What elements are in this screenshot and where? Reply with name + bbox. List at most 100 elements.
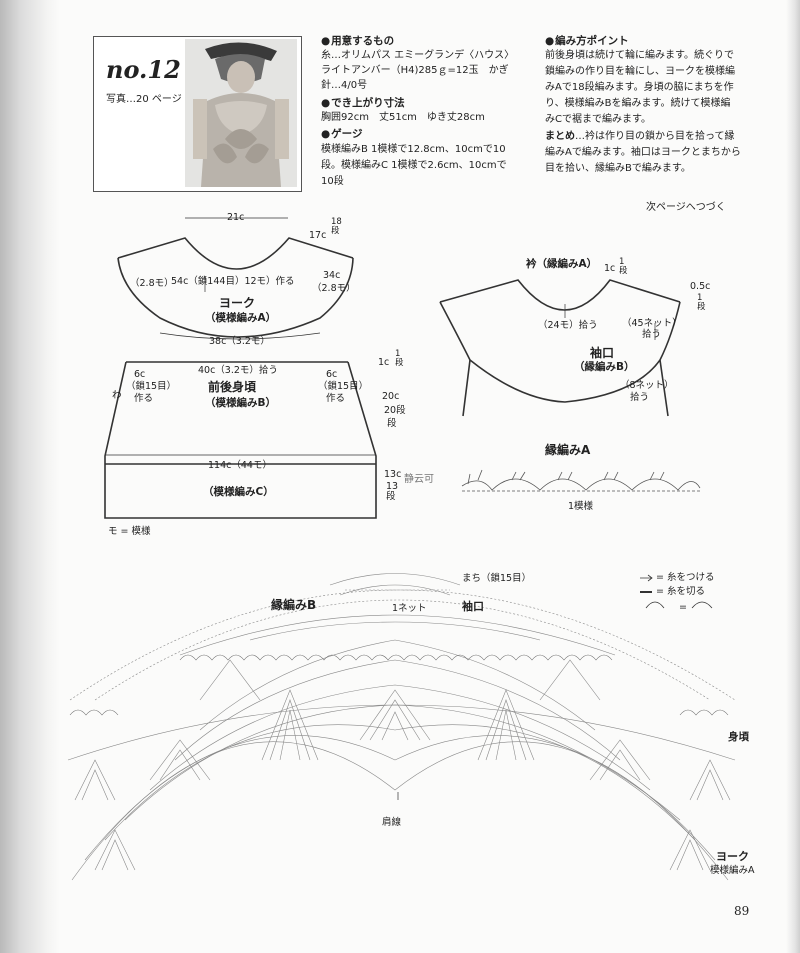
- gusset-left-a: 6c: [134, 369, 146, 380]
- points-line: 鎖編みの作り目を輪にし、ヨークを模様編: [545, 66, 735, 77]
- chart-scallops: [69, 654, 729, 716]
- attach-yarn-legend: = 糸をつける: [656, 572, 715, 583]
- yoke-width-line: [159, 332, 321, 340]
- neck-chain-label: 54c（鎖144目）12モ）作る: [171, 276, 295, 287]
- round-mark: わ: [112, 390, 122, 401]
- legend-symbols: [640, 574, 713, 609]
- model-photo-illustration: [185, 39, 297, 187]
- points-line: 編みAで編みます。袖口はヨークとまちから: [545, 147, 741, 158]
- rows-1c-count: 1段: [395, 349, 404, 368]
- page-number: 89: [734, 904, 750, 918]
- points-line: みCで裾まで編みます。: [545, 114, 651, 125]
- points-line: り、模様編みBを編みます。続けて模様編: [545, 98, 731, 109]
- gauge-line: 段。模様編みC 1模様で2.6cm、10cmで: [321, 160, 507, 171]
- rows-13: 13段: [386, 481, 399, 503]
- gusset-label: まち（鎖15目）: [462, 573, 532, 584]
- pattern-legend: モ = 模様: [108, 526, 151, 537]
- collar-outline: [439, 279, 681, 311]
- sleeve-pick-8b: 拾う: [630, 392, 650, 403]
- materials-line: 糸…オリムパス エミーグランデ〈ハウス〉: [321, 50, 515, 61]
- gusset-right-c: 作る: [326, 393, 346, 404]
- hem-stitch: （模様編みC）: [203, 486, 274, 498]
- pattern-number: no.12: [106, 55, 181, 84]
- symbol-equals: =: [679, 602, 687, 613]
- rows-20-suffix: 段: [387, 418, 397, 429]
- rows-1c: 1c: [378, 357, 390, 368]
- yoke-outline: [117, 257, 354, 338]
- cut-yarn-legend: = 糸を切る: [656, 586, 705, 597]
- watermark: 静云可: [404, 474, 434, 485]
- sleeve-stitch: （縁編みB）: [574, 361, 635, 373]
- shoulder-line-label: 肩線: [382, 817, 402, 828]
- one-net-label: 1ネット: [392, 603, 427, 614]
- finishing-label: まとめ: [545, 131, 575, 142]
- body-pick-up: 40c（3.2モ）拾う: [198, 365, 278, 376]
- finishing-text: …衿は作り目の鎖から目を拾って縁: [575, 131, 735, 142]
- gauge-line: 模様編みB 1模様で12.8cm、10cmで10: [321, 144, 506, 155]
- sleeve-pick-8: （8ネット）: [620, 380, 674, 391]
- cuff-rows-count: 1段: [697, 293, 706, 312]
- page-edge-shadow: [786, 0, 800, 953]
- gauge-line: 10段: [321, 176, 344, 187]
- yoke-title: ヨーク: [219, 296, 256, 310]
- cuff-rows: 0.5c: [690, 281, 711, 292]
- materials-line: 針…4/0号: [321, 80, 368, 91]
- points-line: まとめ…衿は作り目の鎖から目を拾って縁: [545, 131, 735, 143]
- side-line-left: [462, 359, 471, 417]
- gusset-right-b: （鎖15目）: [318, 381, 369, 392]
- body-label: 身頃: [728, 731, 749, 743]
- continued-note: 次ページへつづく: [646, 202, 726, 213]
- collar-title: 衿（縁編みA）: [526, 258, 598, 270]
- edging-b-title: 縁編みB: [271, 598, 317, 612]
- edging-a-title: 縁編みA: [545, 443, 591, 457]
- collar-pick-up: （24モ）拾う: [538, 320, 598, 331]
- shoulder-right-b: （2.8モ）: [312, 283, 356, 294]
- armhole-outline: [439, 301, 681, 403]
- right-top-width: 17c: [309, 230, 327, 241]
- top-width: 21c: [227, 212, 245, 223]
- collar-rows: 1c: [604, 263, 616, 274]
- sleeve-pick-up-a: （45ネット）: [622, 318, 682, 329]
- materials-line: ライトアンバー（H4)285ｇ=12玉 かぎ: [321, 65, 509, 76]
- yoke-outline-top: [117, 237, 354, 270]
- yoke-stitch: （模様編みA）: [205, 312, 277, 324]
- rows-20: 20段: [384, 405, 406, 416]
- shoulder-left: （2.8モ）: [130, 278, 174, 289]
- points-line: みAで18段編みます。身頃の脇にまちを作: [545, 82, 734, 93]
- rows-20c: 20c: [382, 391, 400, 402]
- yoke-bottom-width: 38c（3.2モ）: [209, 336, 270, 347]
- binding-shadow: [0, 0, 60, 953]
- body-stitch: （模様編みB）: [205, 397, 277, 409]
- size-line: 胸囲92cm 丈51cm ゆき丈28cm: [321, 112, 485, 123]
- points-line: 前後身頃は続けて輪に編みます。続ぐりで: [545, 50, 734, 61]
- materials-heading: 用意するもの: [321, 35, 394, 48]
- photo-reference: 写真…20 ページ: [106, 94, 182, 105]
- size-heading: でき上がり寸法: [321, 97, 405, 110]
- points-line: 目を拾い、縁編みBで編みます。: [545, 163, 691, 174]
- sleeve-pick-up-b: 拾う: [642, 329, 662, 340]
- body-title: 前後身頃: [208, 380, 257, 394]
- side-line-right: [659, 359, 669, 417]
- garment-photo: [185, 39, 297, 187]
- stitch-chart: [67, 573, 736, 881]
- rows-13c: 13c: [384, 469, 402, 480]
- edging-a-chart: [461, 469, 701, 492]
- gusset-left-b: （鎖15目）: [126, 381, 177, 392]
- yoke-stitch-label: 模様編みA: [710, 865, 755, 876]
- cuff-label: 袖口: [462, 600, 484, 613]
- gusset-right-a: 6c: [326, 369, 338, 380]
- body-outline: [104, 361, 377, 519]
- gauge-heading: ゲージ: [321, 128, 362, 141]
- yoke-label: ヨーク: [716, 850, 749, 863]
- sleeve-title: 袖口: [590, 346, 615, 360]
- right-top-rows: 18段: [331, 217, 342, 236]
- collar-rows-count: 1段: [619, 257, 628, 276]
- gusset-left-c: 作る: [134, 393, 154, 404]
- edging-a-repeat: 1模様: [568, 501, 594, 512]
- shoulder-right-a: 34c: [323, 270, 341, 281]
- hem-width: 114c（44モ）: [208, 460, 272, 471]
- points-heading: 編み方ポイント: [545, 35, 629, 48]
- pattern-header-box: no.12 写真…20 ページ: [93, 36, 302, 192]
